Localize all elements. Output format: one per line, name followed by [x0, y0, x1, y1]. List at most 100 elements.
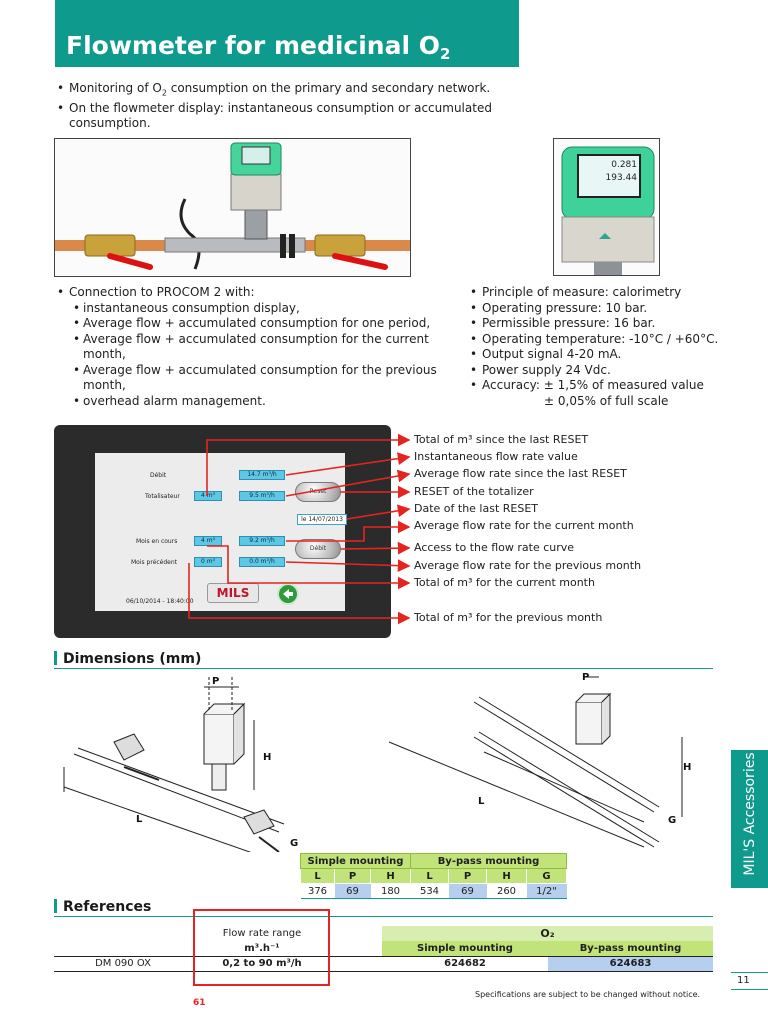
dim-val: 69: [334, 883, 371, 899]
screen-timestamp: 06/10/2014 - 18:40:00: [126, 598, 194, 605]
annotation-label: RESET of the totalizer: [414, 485, 534, 498]
debit-curve-button[interactable]: Débit: [295, 539, 341, 559]
dim-label-p: P: [212, 676, 219, 687]
spec-item: Output signal 4-20 mA.: [470, 347, 740, 363]
annotation-label: Average flow rate for the previous month: [414, 559, 642, 572]
title-bar: [55, 0, 519, 67]
connection-item: instantaneous consumption display,: [57, 301, 467, 317]
dim-col: P: [334, 868, 371, 884]
dim-col: G: [526, 868, 567, 884]
references-rule: [54, 916, 713, 917]
page-number: 11: [731, 972, 768, 990]
dim-val: 1/2": [526, 883, 567, 899]
dim-val: 180: [370, 883, 411, 899]
display-value-2: 193.44: [605, 173, 638, 183]
dim-val: 376: [300, 883, 335, 899]
ref-head-unit: m³.h⁻¹: [244, 942, 280, 954]
connection-item: Average flow + accumulated consumption f…: [57, 332, 467, 363]
screen-label-mois-cours: Mois en cours: [136, 538, 178, 545]
screen-mois-cours-avg: 9.2 m³/h: [239, 536, 285, 546]
connection-item: Average flow + accumulated consumption f…: [57, 363, 467, 394]
dimension-drawings: P H L G P H L G: [63, 672, 691, 852]
dim-label-l: L: [136, 814, 143, 825]
dim-val: 69: [448, 883, 487, 899]
intro-item: On the flowmeter display: instantaneous …: [57, 101, 497, 117]
dim-val: 534: [410, 883, 449, 899]
intro-item-cont: consumption.: [69, 116, 151, 131]
screen-tot-value: 4 m³: [194, 491, 222, 501]
dim-col: H: [486, 868, 527, 884]
flowmeter-pipe-photo: [54, 138, 411, 277]
connection-heading: Connection to PROCOM 2 with:: [57, 285, 467, 301]
section-side-tab: MIL'S Accessories: [731, 750, 768, 888]
ref-range: 0,2 to 90 m³/h: [222, 958, 302, 969]
ref-bypass-code: 624683: [548, 956, 713, 971]
dimensions-table: Simple mounting By-pass mounting L P H L…: [300, 853, 567, 899]
red-page-number: 61: [193, 998, 206, 1008]
ref-simple-code: 624682: [444, 958, 486, 969]
annotation-label: Access to the flow rate curve: [414, 541, 575, 554]
back-arrow-icon[interactable]: [277, 583, 299, 605]
screen-debit-value: 14.7 m³/h: [239, 470, 285, 480]
spec-item: Operating pressure: 10 bar.: [470, 301, 740, 317]
annotation-label: Date of the last RESET: [414, 502, 539, 515]
references-heading: References: [54, 899, 151, 915]
intro-item: Monitoring of O2 consumption on the prim…: [57, 81, 497, 101]
dim-label-g: G: [290, 838, 298, 849]
annotation-label: Total of m³ for the current month: [414, 576, 595, 589]
flowmeter-pipe-illustration: [55, 142, 410, 270]
ref-head-bypass: By-pass mounting: [548, 941, 713, 956]
flow-rate-highlight: [193, 909, 330, 986]
dim-label-h: H: [263, 752, 271, 763]
dim-group-bypass: By-pass mounting: [410, 853, 567, 869]
display-value-1: 0.281: [611, 160, 637, 170]
annotation-label: Average flow rate since the last RESET: [414, 467, 627, 480]
dim-label-g2: G: [668, 815, 676, 826]
dim-col: P: [448, 868, 487, 884]
connection-item: Average flow + accumulated consumption f…: [57, 316, 467, 332]
dim-group-simple: Simple mounting: [300, 853, 411, 869]
dimensions-heading: Dimensions (mm): [54, 651, 201, 667]
spec-bullets: Principle of measure: calorimetry Operat…: [470, 285, 740, 409]
dim-label-l2: L: [478, 796, 485, 807]
ref-model: DM 090 OX: [95, 958, 151, 969]
spec-item: Permissible pressure: 16 bar.: [470, 316, 740, 332]
flowmeter-display-photo: 0.281 193.44: [553, 138, 660, 276]
dim-col: L: [300, 868, 335, 884]
dim-col: L: [410, 868, 449, 884]
dimensions-rule: [54, 668, 713, 669]
dim-label-p2: P: [582, 672, 589, 683]
screen-tot-avg: 9.5 m³/h: [239, 491, 285, 501]
flowmeter-display-illustration: [561, 146, 655, 275]
intro-bullets: Monitoring of O2 consumption on the prim…: [57, 81, 497, 132]
annotation-label: Total of m³ since the last RESET: [414, 433, 589, 446]
dim-col: H: [370, 868, 411, 884]
screen-label-mois-prec: Mois précédent: [131, 559, 178, 566]
screen-reset-date: le 14/07/2013: [297, 514, 347, 525]
ref-head-flow: Flow rate range: [222, 928, 302, 939]
annotation-label: Average flow rate for the current month: [414, 519, 634, 532]
connection-item: overhead alarm management.: [57, 394, 467, 410]
references-table: Flow rate range O₂ m³.h⁻¹ Simple mountin…: [54, 926, 713, 972]
ref-head-simple: Simple mounting: [382, 941, 548, 956]
spec-item: Operating temperature: -10°C / +60°C.: [470, 332, 740, 348]
spec-item: Principle of measure: calorimetry: [470, 285, 740, 301]
spec-item-cont: ± 0,05% of full scale: [544, 393, 669, 408]
spec-item: Accuracy: ± 1,5% of measured value: [470, 378, 740, 394]
annotation-label: Total of m³ for the previous month: [414, 611, 603, 624]
footer-note: Specifications are subject to be changed…: [475, 990, 701, 999]
connection-bullets: Connection to PROCOM 2 with: instantaneo…: [57, 285, 467, 409]
screen-label-totalisateur: Totalisateur: [145, 493, 180, 500]
dim-val: 260: [486, 883, 527, 899]
dim-label-h2: H: [683, 762, 691, 773]
page-title: Flowmeter for medicinal O2: [66, 31, 451, 63]
screen-mois-prec-value: 0 m³: [194, 557, 222, 567]
screen-label-debit: Débit: [150, 472, 167, 479]
mils-logo: MILS: [207, 583, 259, 603]
annotation-label: Instantaneous flow rate value: [414, 450, 578, 463]
reset-button[interactable]: Reset: [295, 482, 341, 502]
ref-head-gas: O₂: [382, 926, 713, 941]
spec-item: Power supply 24 Vdc.: [470, 363, 740, 379]
screen-mois-prec-avg: 0.0 m³/h: [239, 557, 285, 567]
